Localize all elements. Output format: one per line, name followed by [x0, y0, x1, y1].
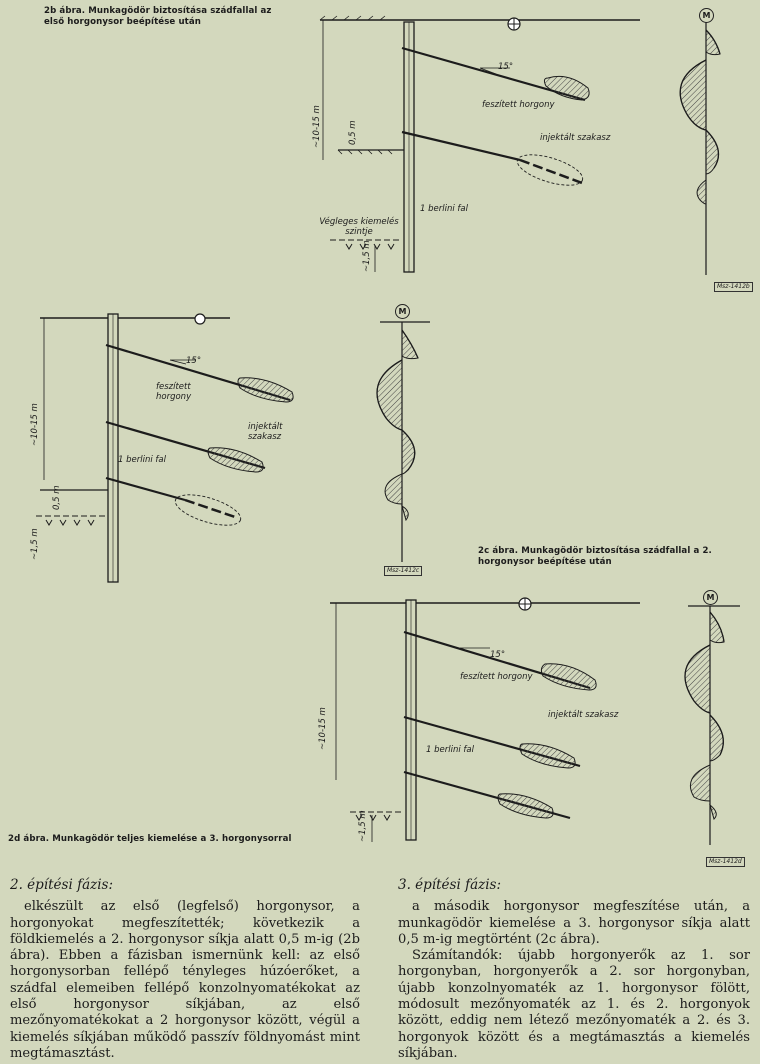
fig2c-hinge-icon [194, 313, 206, 325]
fig2b-moment-symbol: M [699, 8, 714, 23]
phase3-column: 3. építési fázis: a második horgonysor m… [398, 877, 750, 1062]
fig2b-grout-label: injektált szakasz [540, 133, 611, 143]
fig2c-offset-label: 0,5 m [52, 485, 62, 511]
phase3-heading: 3. építési fázis: [398, 877, 502, 893]
phase3-paragraph-1: a második horgonysor megfeszítése után, … [398, 899, 750, 947]
fig2c-bottom-depth-label: ~1,5 m [30, 528, 40, 560]
fig2d-bottom-depth-label: ~1,5 m [358, 810, 368, 842]
fig2b-wall-label: 1 berlini fal [420, 204, 468, 214]
fig2b-anchor-label: feszített horgony [482, 100, 555, 110]
fig2c-grout-label: injektált szakasz [248, 422, 283, 442]
fig2c-anchor-label: feszített horgony [156, 382, 192, 402]
fig2b-offset-label: 0,5 m [348, 120, 358, 146]
fig2b-caption: 2b ábra. Munkagödör biztosítása szádfall… [44, 6, 272, 27]
fig2c-caption: 2c ábra. Munkagödör biztosítása szádfall… [478, 546, 712, 567]
fig2c-wall-label: 1 berlini fal [118, 455, 166, 465]
fig2b-reference: Msz-1412b [714, 282, 753, 292]
fig2d-depth-label: ~10-15 m [318, 707, 328, 750]
fig2c-reference: Msz-1412c [384, 566, 423, 576]
phase3-paragraph-2: Számítandók: újabb horgonyerők az 1. sor… [398, 948, 750, 1061]
fig2b-excavation-label: Végleges kiemelés szintje [319, 217, 399, 237]
phase2-heading: 2. építési fázis: [10, 877, 114, 893]
fig2d-angle-label: 15° [490, 650, 506, 660]
fig2d-caption: 2d ábra. Munkagödör teljes kiemelése a 3… [8, 834, 292, 844]
phase2-column: 2. építési fázis: elkészült az első (leg… [10, 877, 360, 1062]
fig2d-drawing [330, 597, 740, 845]
fig2d-wall-label: 1 berlini fal [426, 745, 474, 755]
fig2c-depth-label: ~10-15 m [30, 403, 40, 446]
phase2-body: elkészült az első (legfelső) horgonysor,… [10, 899, 360, 1061]
fig2b-bottom-depth-label: ~1,5 m [362, 240, 372, 272]
fig2b-drawing [319, 15, 721, 275]
fig2b-angle-label: 15° [498, 62, 514, 72]
fig2d-reference: Msz-1412d [706, 857, 745, 867]
fig2c-angle-label: 15° [186, 356, 202, 366]
fig2b-depth-label: ~10-15 m [312, 105, 322, 148]
fig2d-moment-symbol: M [703, 590, 718, 605]
fig2d-grout-label: injektált szakasz [548, 710, 619, 720]
fig2d-anchor-label: feszített horgony [460, 672, 533, 682]
fig2c-moment-symbol: M [395, 304, 410, 319]
fig2c-drawing [36, 313, 430, 583]
